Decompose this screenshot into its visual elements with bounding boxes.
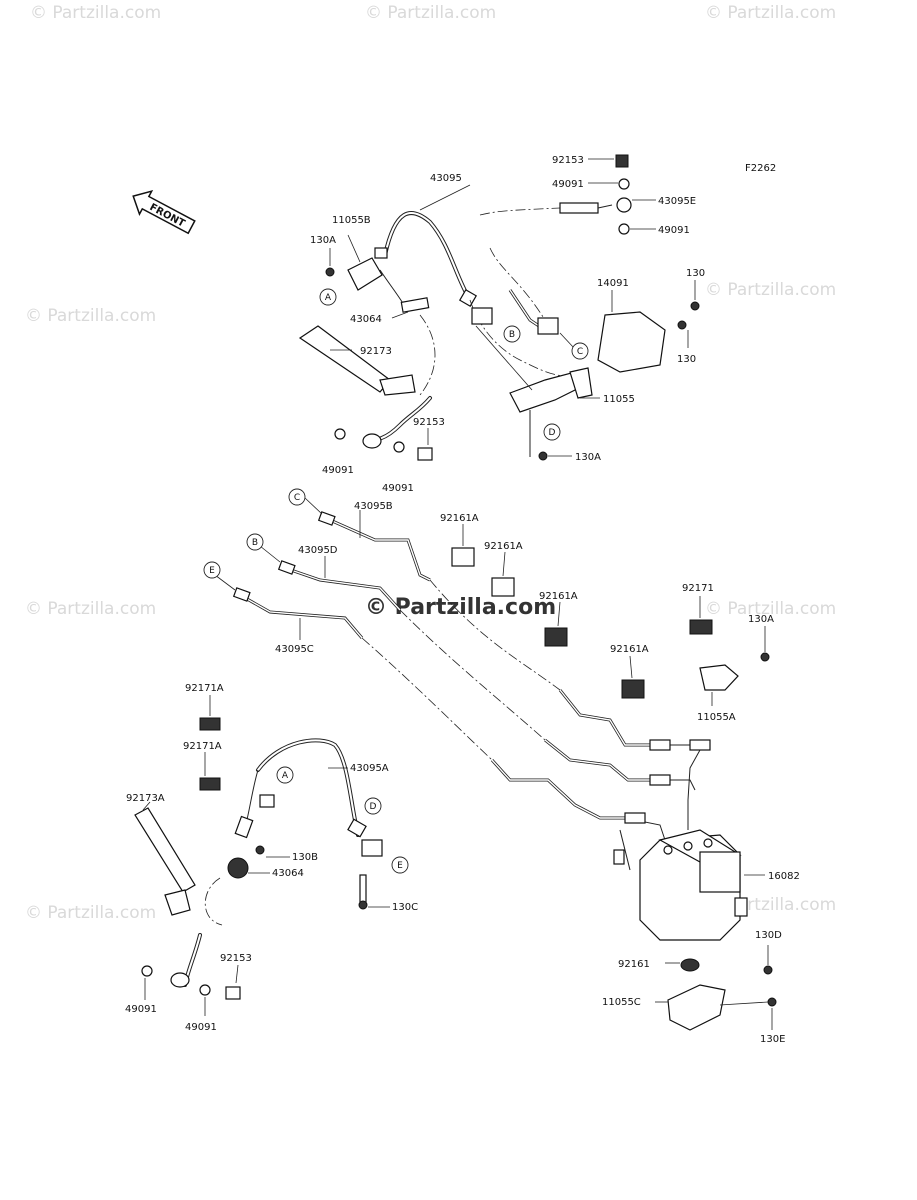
callout-c: C bbox=[294, 493, 300, 503]
part-label-130E: 130E bbox=[760, 1034, 785, 1045]
part-label-11055C: 11055C bbox=[602, 997, 641, 1008]
callout-circle-b bbox=[503, 325, 521, 343]
callout-circle-a bbox=[319, 288, 337, 306]
abs-unit bbox=[639, 829, 777, 1031]
top-assembly bbox=[298, 154, 700, 461]
part-label-43095C: 43095C bbox=[275, 644, 314, 655]
middle-pipes bbox=[214, 497, 711, 871]
callout-e: E bbox=[397, 861, 403, 871]
part-label-92173: 92173 bbox=[360, 346, 392, 357]
part-label-43095: 43095 bbox=[430, 173, 462, 184]
part-label-49091: 49091 bbox=[125, 1004, 157, 1015]
part-label-92171A: 92171A bbox=[185, 683, 224, 694]
part-label-49091: 49091 bbox=[552, 179, 584, 190]
part-label-92161A: 92161A bbox=[610, 644, 649, 655]
part-label-92171: 92171 bbox=[682, 583, 714, 594]
callout-d: D bbox=[549, 428, 556, 438]
small-parts bbox=[451, 524, 770, 706]
callout-a: A bbox=[325, 293, 332, 303]
front-arrow-icon: FRONT bbox=[132, 190, 196, 235]
callout-c: C bbox=[577, 347, 583, 357]
callout-circle-c bbox=[571, 342, 589, 360]
watermark: © Partzilla.com bbox=[25, 306, 156, 326]
part-label-92153: 92153 bbox=[413, 417, 445, 428]
part-label-14091: 14091 bbox=[597, 278, 629, 289]
part-label-11055: 11055 bbox=[603, 394, 635, 405]
watermark: © Partzilla.com bbox=[25, 903, 156, 923]
part-label-92161A: 92161A bbox=[539, 591, 578, 602]
part-label-130D: 130D bbox=[755, 930, 782, 941]
figure-code: F2262 bbox=[745, 163, 776, 174]
callout-b: B bbox=[509, 330, 515, 340]
part-label-43064: 43064 bbox=[272, 868, 304, 879]
watermark: © Partzilla.com bbox=[365, 3, 496, 23]
part-label-49091: 49091 bbox=[658, 225, 690, 236]
part-label-92161A: 92161A bbox=[484, 541, 523, 552]
callout-circle-e2 bbox=[391, 856, 409, 874]
callout-e: E bbox=[209, 566, 215, 576]
callout-a: A bbox=[282, 771, 289, 781]
part-label-130B: 130B bbox=[292, 852, 318, 863]
part-label-43064: 43064 bbox=[350, 314, 382, 325]
part-label-43095B: 43095B bbox=[354, 501, 393, 512]
part-label-49091: 49091 bbox=[382, 483, 414, 494]
part-label-49091: 49091 bbox=[185, 1022, 217, 1033]
part-label-130A: 130A bbox=[310, 235, 336, 246]
part-label-130A: 130A bbox=[748, 614, 774, 625]
part-label-43095A: 43095A bbox=[350, 763, 389, 774]
part-label-92173A: 92173A bbox=[126, 793, 165, 804]
part-label-92153: 92153 bbox=[220, 953, 252, 964]
callout-b: B bbox=[252, 538, 258, 548]
part-label-11055B: 11055B bbox=[332, 215, 371, 226]
part-label-92153: 92153 bbox=[552, 155, 584, 166]
part-label-43095D: 43095D bbox=[298, 545, 338, 556]
part-label-16082: 16082 bbox=[768, 871, 800, 882]
part-label-92161A: 92161A bbox=[440, 513, 479, 524]
watermark: © Partzilla.com bbox=[705, 3, 836, 23]
part-label-92161: 92161 bbox=[618, 959, 650, 970]
part-labels: 43095 11055B 130A 43064 92173 49091 4909… bbox=[125, 155, 800, 1045]
watermark-center: © Partzilla.com bbox=[365, 595, 556, 620]
part-label-130: 130 bbox=[686, 268, 705, 279]
part-label-11055A: 11055A bbox=[697, 712, 736, 723]
watermark: © Partzilla.com bbox=[30, 3, 161, 23]
callout-circle-a2 bbox=[276, 766, 294, 784]
callout-circle-b2 bbox=[246, 533, 264, 551]
callout-circle-c2 bbox=[288, 488, 306, 506]
callout-circle-e bbox=[203, 561, 221, 579]
callout-d: D bbox=[370, 802, 377, 812]
part-label-130C: 130C bbox=[392, 902, 418, 913]
watermark: © Partzilla.com bbox=[705, 599, 836, 619]
watermark: © Partzilla.com bbox=[705, 280, 836, 300]
part-label-49091: 49091 bbox=[322, 465, 354, 476]
callouts: A B C D C B E A D E bbox=[203, 288, 589, 874]
watermarks: © Partzilla.com © Partzilla.com © Partzi… bbox=[25, 3, 836, 923]
watermark: © Partzilla.com bbox=[25, 599, 156, 619]
callout-circle-d2 bbox=[364, 797, 382, 815]
part-label-43095E: 43095E bbox=[658, 196, 696, 207]
bottom-assembly bbox=[134, 695, 390, 1016]
part-label-92171A: 92171A bbox=[183, 741, 222, 752]
part-label-130A: 130A bbox=[575, 452, 601, 463]
part-label-130: 130 bbox=[677, 354, 696, 365]
callout-circle-d bbox=[543, 423, 561, 441]
